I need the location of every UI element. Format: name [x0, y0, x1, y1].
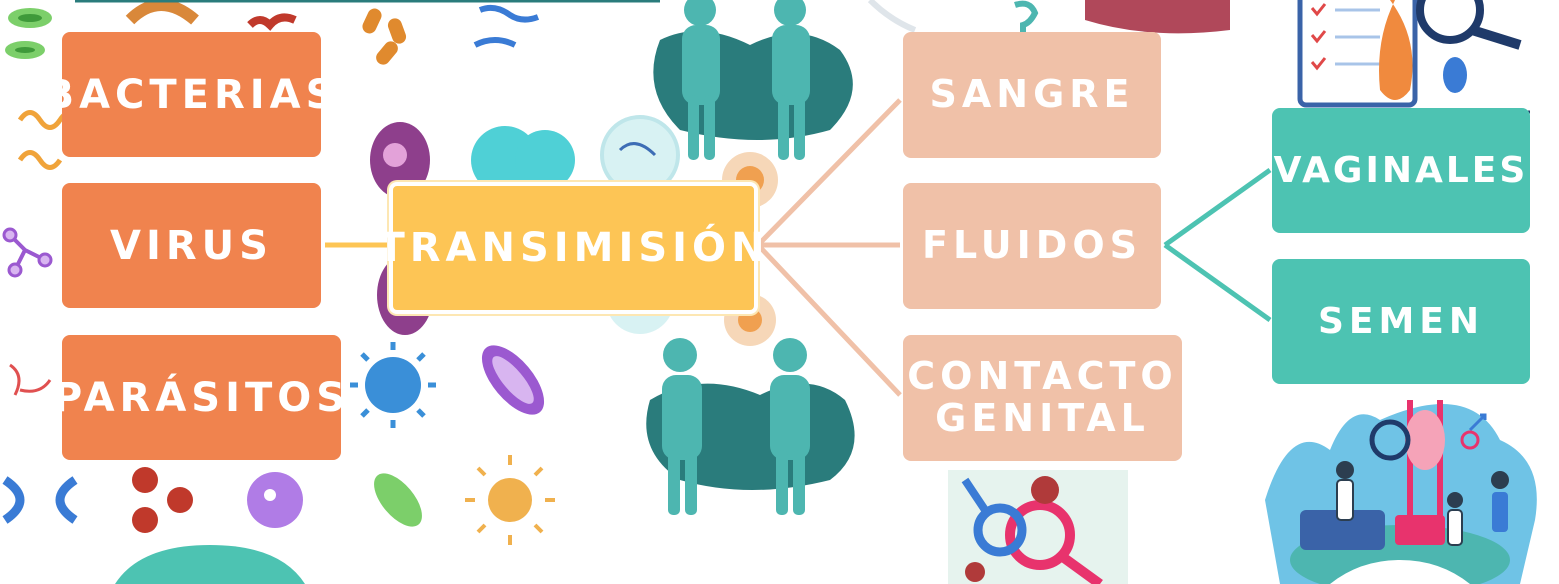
- route-contacto-box: CONTACTO GENITAL: [903, 335, 1182, 461]
- route-sangre-box: SANGRE: [903, 32, 1161, 158]
- cause-parasitos-label: PARÁSITOS: [53, 376, 350, 420]
- teal-circle-shape: [115, 545, 305, 584]
- fluid-vaginales-label: VAGINALES: [1274, 151, 1529, 191]
- route-contacto-line2: GENITAL: [935, 398, 1150, 440]
- cause-bacterias-box: BACTERIAS: [62, 32, 321, 157]
- cause-bacterias-label: BACTERIAS: [44, 73, 340, 117]
- central-node: TRANSIMISIÓN: [389, 182, 758, 314]
- route-contacto-line1: CONTACTO: [907, 356, 1178, 398]
- cause-virus-box: VIRUS: [62, 183, 321, 308]
- gender-symbols-icon: [948, 470, 1128, 584]
- doctor-illustration-icon: [870, 0, 1230, 33]
- route-fluidos-box: FLUIDOS: [903, 183, 1161, 309]
- fluid-semen-box: SEMEN: [1272, 259, 1530, 384]
- cause-parasitos-box: PARÁSITOS: [62, 335, 341, 460]
- fluid-vaginales-box: VAGINALES: [1272, 108, 1530, 233]
- route-sangre-label: SANGRE: [930, 74, 1135, 116]
- cause-virus-label: VIRUS: [110, 224, 273, 268]
- connector-fluids-types: [1165, 170, 1270, 320]
- fluid-semen-label: SEMEN: [1318, 302, 1484, 342]
- route-fluidos-label: FLUIDOS: [922, 225, 1142, 267]
- medical-team-icon: [1265, 400, 1537, 584]
- checklist-icon: [1280, 0, 1530, 112]
- central-label: TRANSIMISIÓN: [377, 226, 769, 270]
